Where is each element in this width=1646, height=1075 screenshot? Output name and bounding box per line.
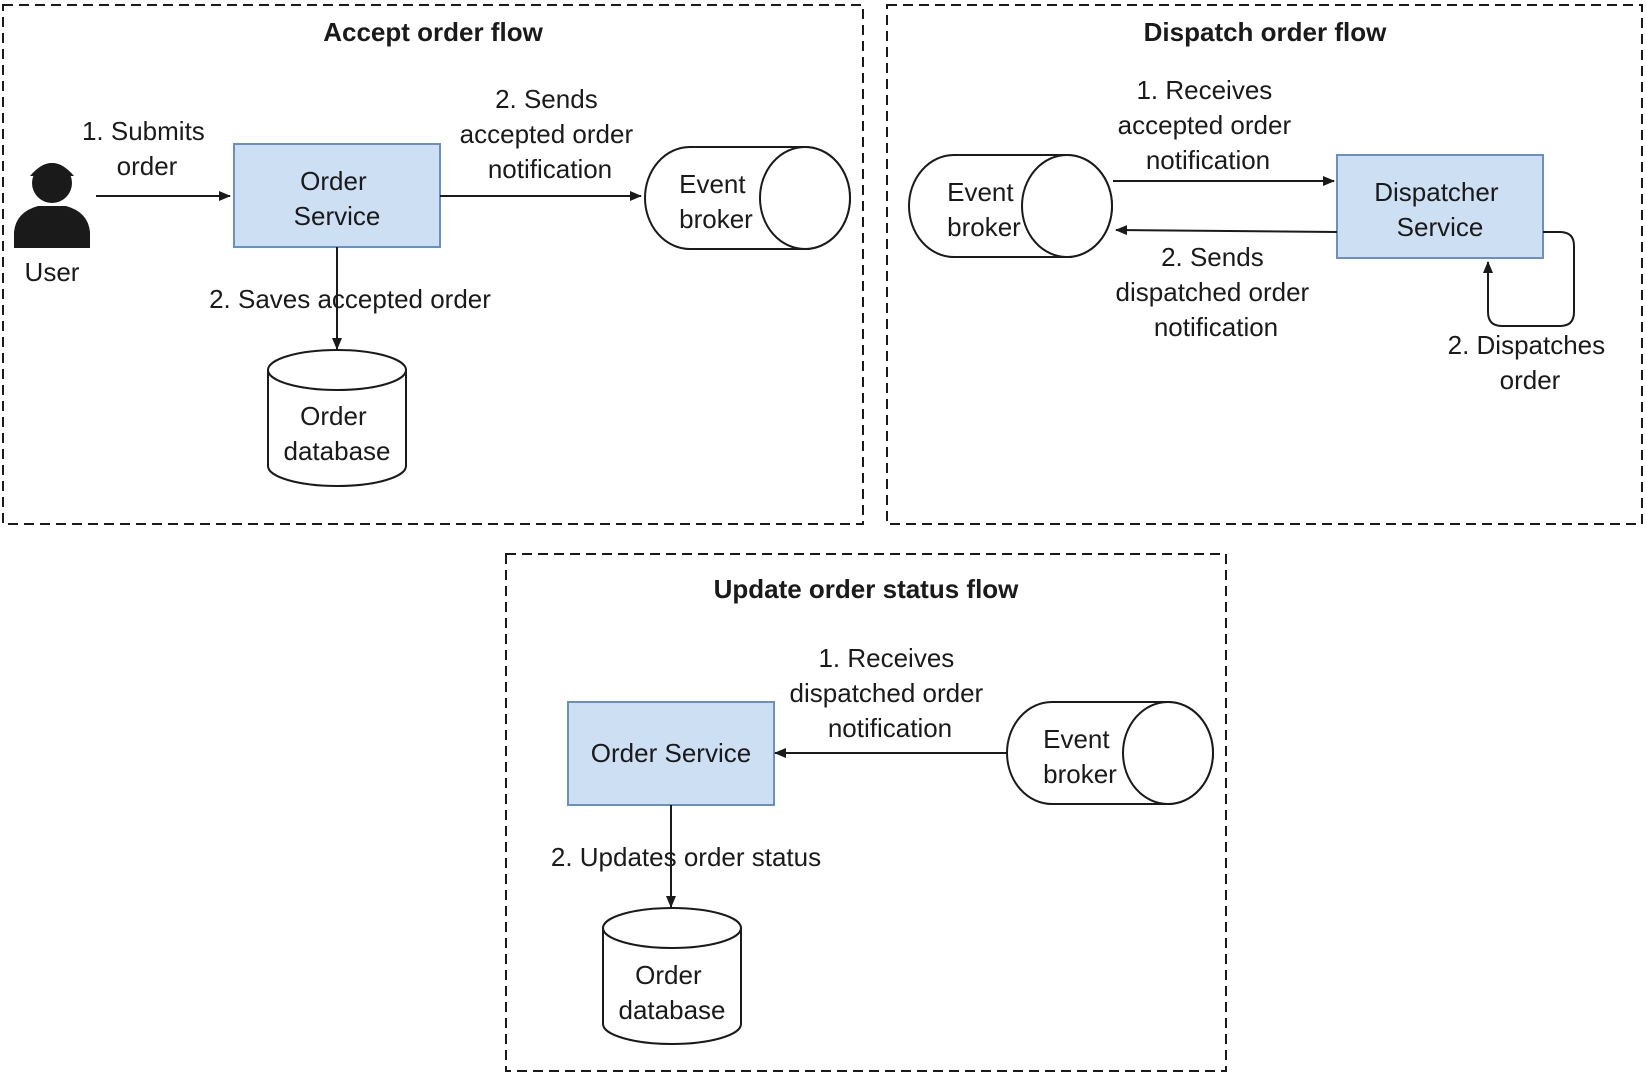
dispatch-step-dispatch-label: 2. Dispatches order [1448, 330, 1613, 395]
dispatch-self-loop-arrow [1483, 231, 1575, 327]
user-icon [14, 163, 90, 248]
send-dispatched-notification-arrow [1115, 225, 1338, 236]
update-flow-frame [505, 553, 1227, 1072]
accept-flow-frame [2, 4, 864, 525]
dispatcher-service-box [1336, 154, 1544, 259]
event-broker-cylinder-icon [644, 146, 851, 250]
dispatch-event-broker-label: Event broker [947, 177, 1021, 242]
accept-flow-title: Accept order flow [323, 17, 543, 47]
update-order-database-label: Order database [619, 960, 726, 1025]
user-label: User [25, 257, 80, 287]
accept-order-database-label: Order database [284, 401, 391, 466]
accept-order-flow-panel: Accept order flow User 1. Submits order … [2, 4, 864, 525]
accept-event-broker-label: Event broker [679, 169, 753, 234]
event-broker-cylinder-icon [1006, 701, 1214, 805]
accept-step-save-label: 2. Saves accepted order [209, 284, 491, 314]
order-service-box [233, 143, 441, 248]
update-order-status-flow-panel: Update order status flow 1. Receives dis… [505, 553, 1227, 1072]
dispatch-step-send-label: 2. Sends dispatched order notification [1116, 242, 1317, 342]
accept-step-submit-label: 1. Submits order [82, 116, 212, 181]
dispatch-step-receive-label: 1. Receives accepted order notification [1118, 75, 1299, 175]
dispatch-flow-frame [886, 4, 1643, 525]
dispatch-order-flow-panel: Dispatch order flow Event broker 1. Rece… [886, 4, 1643, 525]
accept-step-send-label: 2. Sends accepted order notification [460, 84, 641, 184]
order-service-label: Order Service [294, 166, 381, 231]
update-flow-title: Update order status flow [714, 574, 1020, 604]
dispatch-flow-title: Dispatch order flow [1144, 17, 1387, 47]
dispatcher-service-label: Dispatcher Service [1374, 177, 1506, 242]
update-order-service-label: Order Service [591, 738, 751, 768]
event-broker-cylinder-icon [908, 154, 1113, 258]
database-cylinder-icon [602, 907, 742, 1045]
update-step-update-label: 2. Updates order status [551, 842, 821, 872]
database-cylinder-icon [267, 349, 407, 487]
update-event-broker-label: Event broker [1043, 724, 1117, 789]
update-step-receive-label: 1. Receives dispatched order notificatio… [790, 643, 991, 743]
